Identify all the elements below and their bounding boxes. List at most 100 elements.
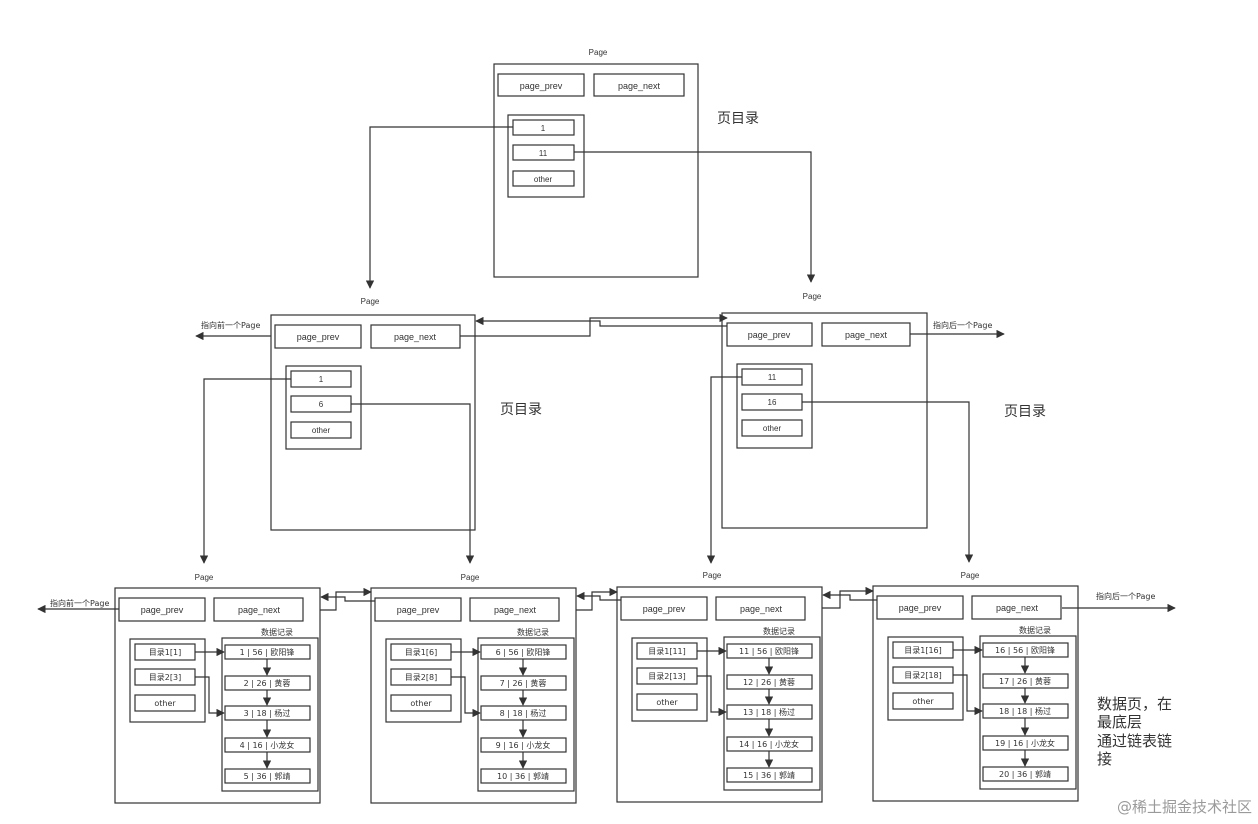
middle-right-entry-other bbox=[741, 419, 803, 437]
leaf-dir-entry bbox=[134, 694, 196, 712]
leaf-page-prev bbox=[374, 597, 462, 622]
svg-text:7 | 26 | 黄蓉: 7 | 26 | 黄蓉 bbox=[500, 678, 547, 688]
leaf-link-1-2-backward bbox=[320, 592, 375, 602]
svg-text:other: other bbox=[410, 699, 432, 708]
leaf-page-prev bbox=[620, 596, 708, 621]
svg-text:Page: Page bbox=[961, 571, 980, 580]
svg-text:指向后一个Page: 指向后一个Page bbox=[1096, 591, 1155, 601]
middle-left-entry-other bbox=[290, 421, 352, 439]
svg-text:page_next: page_next bbox=[996, 603, 1039, 613]
leaf-link-3-4-forward bbox=[822, 586, 874, 609]
svg-text:13 | 18 | 杨过: 13 | 18 | 杨过 bbox=[743, 707, 795, 717]
svg-text:1: 1 bbox=[541, 124, 546, 133]
svg-text:11 | 56 | 欧阳锋: 11 | 56 | 欧阳锋 bbox=[739, 646, 799, 656]
leaf-dir-pointer bbox=[953, 674, 983, 716]
leaf-page-next bbox=[469, 597, 560, 622]
svg-text:3 | 18 | 杨过: 3 | 18 | 杨过 bbox=[244, 708, 291, 718]
svg-text:15 | 36 | 郭靖: 15 | 36 | 郭靖 bbox=[743, 770, 795, 780]
svg-text:数据记录: 数据记录 bbox=[261, 627, 293, 637]
svg-text:2 | 26 | 黄蓉: 2 | 26 | 黄蓉 bbox=[244, 678, 291, 688]
svg-text:page_prev: page_prev bbox=[397, 605, 440, 615]
svg-text:目录2[18]: 目录2[18] bbox=[904, 671, 942, 680]
middle-link-backward bbox=[475, 316, 727, 327]
svg-text:Page: Page bbox=[803, 292, 822, 301]
svg-text:目录1[6]: 目录1[6] bbox=[405, 648, 437, 657]
svg-text:other: other bbox=[534, 175, 553, 184]
svg-text:19 | 16 | 小龙女: 19 | 16 | 小龙女 bbox=[995, 738, 1055, 748]
svg-text:6: 6 bbox=[319, 400, 324, 409]
svg-text:Page: Page bbox=[361, 297, 380, 306]
svg-text:指向前一个Page: 指向前一个Page bbox=[201, 320, 260, 330]
root-to-middle-left-arrow bbox=[365, 126, 513, 289]
mid-left-to-leaf2-arrow bbox=[351, 403, 475, 564]
mid-right-to-leaf3-arrow bbox=[706, 376, 742, 564]
svg-text:other: other bbox=[312, 426, 331, 435]
leaf-dir-pointer bbox=[697, 675, 727, 717]
svg-text:目录2[13]: 目录2[13] bbox=[648, 672, 686, 681]
svg-text:指向前一个Page: 指向前一个Page bbox=[50, 598, 109, 608]
root-page-prev bbox=[497, 73, 585, 97]
svg-text:目录1[1]: 目录1[1] bbox=[149, 648, 181, 657]
root-to-middle-right-arrow bbox=[574, 151, 816, 283]
svg-text:8 | 18 | 杨过: 8 | 18 | 杨过 bbox=[500, 708, 547, 718]
root-page-title: Page bbox=[589, 48, 608, 57]
bottom-layer-note: 数据页，在 最底层 通过链表链 接 bbox=[1097, 695, 1172, 768]
middle-link-forward bbox=[460, 313, 728, 337]
svg-text:目录2[3]: 目录2[3] bbox=[149, 673, 181, 682]
mid-right-to-leaf4-arrow bbox=[802, 401, 974, 563]
leaf-dir-entry bbox=[390, 694, 452, 712]
svg-text:目录1[11]: 目录1[11] bbox=[648, 647, 686, 656]
svg-text:page_next: page_next bbox=[618, 81, 661, 91]
leaf-record bbox=[480, 768, 567, 784]
leaf-page-1: Page page_prev page_next 目录1[1] 目录2[3] other 数… bbox=[114, 573, 321, 804]
svg-text:1: 1 bbox=[319, 375, 324, 384]
svg-text:最底层: 最底层 bbox=[1097, 713, 1142, 731]
leaf-link-2-3-forward bbox=[576, 587, 618, 611]
svg-text:接: 接 bbox=[1097, 750, 1112, 768]
leaf-page-next bbox=[715, 596, 806, 621]
svg-text:Page: Page bbox=[703, 571, 722, 580]
svg-text:page_prev: page_prev bbox=[899, 603, 942, 613]
mid-left-to-leaf1-arrow bbox=[199, 378, 291, 564]
svg-text:9 | 16 | 小龙女: 9 | 16 | 小龙女 bbox=[496, 740, 551, 750]
svg-text:Page: Page bbox=[195, 573, 214, 582]
leaf-dir-entry bbox=[636, 693, 698, 711]
svg-text:page_prev: page_prev bbox=[297, 332, 340, 342]
leaf-link-3-4-backward bbox=[822, 590, 877, 601]
leaf-dir-entry bbox=[892, 692, 954, 710]
svg-text:other: other bbox=[912, 697, 934, 706]
svg-text:18 | 18 | 杨过: 18 | 18 | 杨过 bbox=[999, 706, 1051, 716]
leaf-record bbox=[982, 766, 1069, 782]
svg-text:通过链表链: 通过链表链 bbox=[1097, 732, 1172, 750]
svg-text:other: other bbox=[154, 699, 176, 708]
svg-text:数据记录: 数据记录 bbox=[763, 626, 795, 636]
root-entry-other bbox=[512, 170, 575, 187]
svg-text:other: other bbox=[763, 424, 782, 433]
svg-text:Page: Page bbox=[461, 573, 480, 582]
svg-text:10 | 36 | 郭靖: 10 | 36 | 郭靖 bbox=[497, 771, 549, 781]
svg-text:11: 11 bbox=[539, 149, 548, 158]
leaf-dir-pointer bbox=[195, 676, 225, 718]
svg-text:page_prev: page_prev bbox=[520, 81, 563, 91]
watermark: @稀土掘金技术社区 bbox=[1117, 798, 1252, 816]
leaf-pages: Page page_prev page_next 目录1[1] 目录2[3] other 数… bbox=[114, 571, 1079, 804]
svg-text:17 | 26 | 黄蓉: 17 | 26 | 黄蓉 bbox=[999, 676, 1051, 686]
middle-right-directory-label: 页目录 bbox=[1004, 404, 1046, 420]
svg-text:page_prev: page_prev bbox=[643, 604, 686, 614]
leaf-link-2-3-backward bbox=[576, 591, 621, 601]
leaf-page-next bbox=[213, 597, 304, 622]
svg-text:目录2[8]: 目录2[8] bbox=[405, 673, 437, 682]
svg-text:16 | 56 | 欧阳锋: 16 | 56 | 欧阳锋 bbox=[995, 645, 1055, 655]
svg-text:14 | 16 | 小龙女: 14 | 16 | 小龙女 bbox=[739, 739, 799, 749]
svg-text:page_prev: page_prev bbox=[141, 605, 184, 615]
svg-text:12 | 26 | 黄蓉: 12 | 26 | 黄蓉 bbox=[743, 677, 795, 687]
leaf-link-1-2-forward bbox=[320, 587, 372, 611]
svg-text:16: 16 bbox=[768, 398, 777, 407]
root-page-next bbox=[593, 73, 685, 97]
svg-text:page_next: page_next bbox=[238, 605, 281, 615]
svg-text:1 | 56 | 欧阳锋: 1 | 56 | 欧阳锋 bbox=[240, 647, 295, 657]
